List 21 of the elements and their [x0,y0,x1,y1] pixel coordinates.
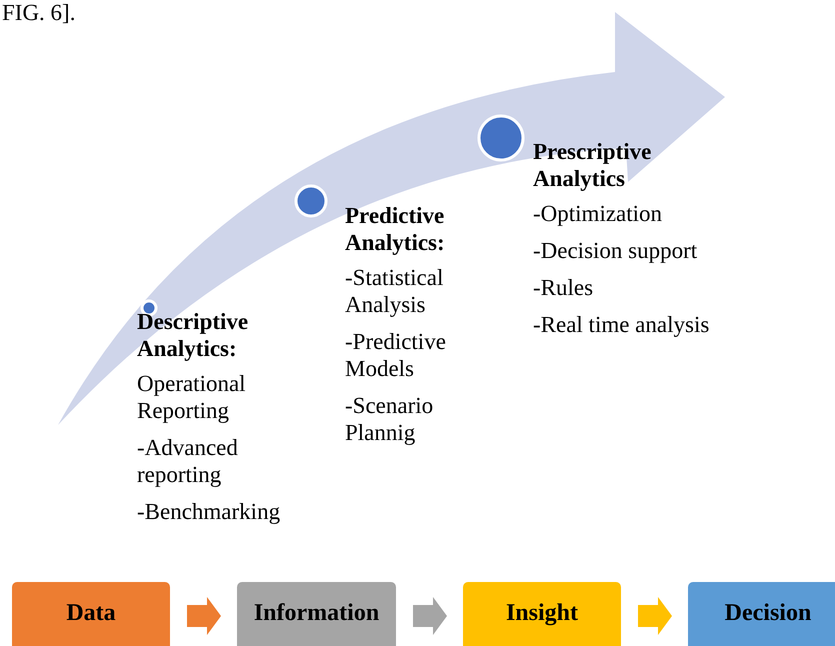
process-box: Information [237,582,396,646]
stage-heading: Predictive Analytics: [345,202,446,256]
stage-item: -Predictive Models [345,328,447,382]
stage-item: -Optimization [533,200,664,227]
stage-heading: Prescriptive Analytics [533,138,652,192]
stage-item: -Scenario Plannig [345,392,434,446]
arrow [187,597,221,635]
stage-item: -Decision support [533,237,698,264]
process-box: Decision [688,582,835,646]
figure-reference: FIG. 6]. [2,0,76,26]
arrow [638,597,672,635]
stage-item: Operational Reporting [137,370,247,424]
stage-item: -Rules [533,274,594,301]
process-box: Data [12,582,170,646]
stage-item: -Real time analysis [533,311,710,338]
stage-heading: Descriptive Analytics: [137,308,250,362]
arrow [413,597,447,635]
stage-item: -Statistical Analysis [345,264,444,318]
process-box: Insight [463,582,621,646]
stage-item: -Advanced reporting [137,434,239,488]
stage-item: -Benchmarking [137,498,282,525]
